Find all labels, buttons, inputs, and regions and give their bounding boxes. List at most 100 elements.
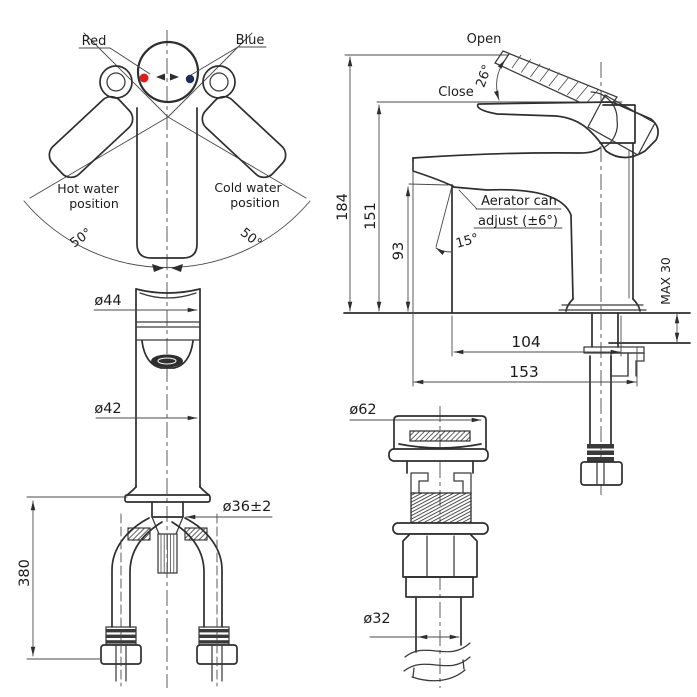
aerator-note-leader <box>458 189 478 210</box>
spout-underside-bowl <box>141 340 194 369</box>
dim-deck-thickness: MAX 30 <box>658 257 673 305</box>
drain-hex-nut <box>402 533 478 578</box>
drain-tail-pipe <box>415 596 462 653</box>
drain-cap <box>393 415 487 450</box>
side-faucet-body <box>412 91 659 314</box>
hose-right-nut-facets <box>211 644 223 665</box>
red-indicator-dot <box>139 73 149 83</box>
aerator-note-line2: adjust (±6°) <box>478 214 558 229</box>
handle-column <box>136 107 198 259</box>
drain-thread-section <box>410 492 472 524</box>
drain-cap-dish <box>398 443 482 449</box>
close-label: Close <box>438 85 473 100</box>
drain-flange <box>388 448 489 462</box>
dim-hose-ext-lines <box>26 496 128 660</box>
aerator-outlet-inner <box>157 357 177 365</box>
body-inner-edge <box>452 186 574 300</box>
spout-ring-joints <box>135 321 201 341</box>
drain-pipe-stub <box>411 659 466 682</box>
supply-tube <box>589 355 612 445</box>
aerator-detail: 15° Aerator can adjust (±6°) <box>435 185 563 256</box>
dim-spout-reach: 104 <box>511 333 541 351</box>
cold-position-line1: Cold water <box>214 180 282 195</box>
handle-closed-lever <box>476 101 659 159</box>
dim-total-height: 184 <box>335 193 351 221</box>
blue-indicator-dot <box>185 74 195 84</box>
dim-total-reach-ext-lines <box>412 161 638 387</box>
mounting-bracket <box>627 352 645 377</box>
dim-flange-diameter: ø62 <box>349 402 376 418</box>
dim-hose-length: 380 <box>17 559 33 587</box>
mounting-plate <box>151 501 184 518</box>
red-leader-line <box>78 47 151 75</box>
open-label: Open <box>467 32 502 47</box>
handle-end-cap <box>587 94 656 156</box>
hot-position-line2: position <box>69 196 119 211</box>
right-nub-inner <box>209 72 229 92</box>
hose-left-outer <box>111 517 150 628</box>
drain-washer <box>392 522 489 535</box>
hose-left-nut-facets <box>115 644 127 665</box>
cold-position-line2: position <box>230 195 280 210</box>
hose-right-outer <box>184 517 223 628</box>
drain-neck <box>406 460 474 474</box>
dim-handle-height: 151 <box>363 202 379 230</box>
handle-capsule-right <box>201 95 287 179</box>
pivot-housing <box>599 104 636 144</box>
base-flange <box>124 494 211 503</box>
dim-pipe-diameter: ø32 <box>363 611 390 627</box>
below-counter-hardware <box>580 312 645 486</box>
supply-tube-nut <box>580 461 623 486</box>
supply-tube-ridges <box>587 444 614 462</box>
dim-base-diameter: ø36±2 <box>223 499 272 515</box>
right-nub-outer <box>202 65 236 99</box>
body-walls <box>135 288 201 488</box>
drain-collar <box>405 576 474 598</box>
front-labels: Red Blue Hot water position Cold water p… <box>57 33 282 251</box>
rotation-arc <box>23 200 311 268</box>
handle-top-view <box>23 32 311 272</box>
supply-tube-nut-facets <box>596 461 605 486</box>
open-lever-hatching <box>511 54 608 109</box>
hose-left-inner <box>129 521 163 628</box>
lever-angle-arc <box>494 59 506 101</box>
dim-total-reach: 153 <box>509 363 539 381</box>
handle-rotation-rays <box>29 32 307 199</box>
blue-label: Blue <box>236 33 265 48</box>
hose-tails <box>115 663 223 682</box>
blue-leader-line <box>190 46 267 76</box>
base-gasket-lines <box>558 304 647 311</box>
arc-arrowheads <box>152 264 183 272</box>
drain-clips <box>410 472 472 494</box>
left-nub-outer <box>99 65 133 99</box>
handle-cap-circle <box>136 40 200 104</box>
aerator-angle-line <box>435 185 453 248</box>
spout-top-rim <box>135 288 201 294</box>
base-flare <box>126 486 210 496</box>
center-tick-marks <box>156 73 179 81</box>
mounting-shank <box>591 312 619 348</box>
side-view: 26° Open Close 15° Aerator can adjus <box>335 32 691 495</box>
aerator-note-underlines <box>473 208 563 229</box>
drain-break-lines <box>403 642 471 672</box>
hose-right-collar-ridges <box>199 629 229 644</box>
dim-body-diameter: ø42 <box>94 401 121 417</box>
drain-hex-nut-facets <box>426 535 455 578</box>
stud-threads <box>160 534 175 573</box>
right-angle-label: 50° <box>237 225 264 251</box>
handle-pivot-dome <box>590 91 618 148</box>
hose-right-inner <box>171 521 205 628</box>
aerator-angle-label: 15° <box>454 231 480 251</box>
mounting-nut-block <box>610 352 629 377</box>
aerator-outlet <box>151 354 183 368</box>
drain-view: ø62 ø32 <box>349 402 489 688</box>
lever-angle-label: 26° <box>473 63 495 90</box>
left-angle-label: 50° <box>68 226 95 252</box>
front-view: Red Blue Hot water position Cold water p… <box>17 30 311 688</box>
spout-top-edge <box>412 147 601 159</box>
red-label: Red <box>82 34 107 49</box>
drain-plug-band <box>409 430 471 442</box>
dim-spout-diameter: ø44 <box>94 293 121 309</box>
